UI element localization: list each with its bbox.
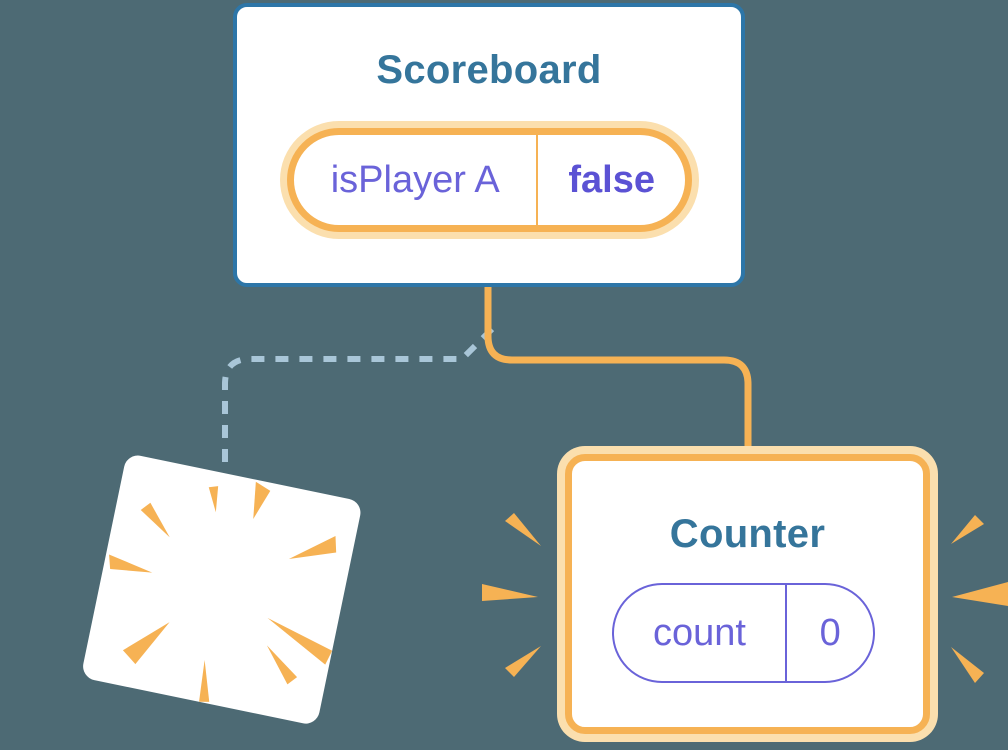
scoreboard-state-pill: isPlayer A false [287,128,692,232]
removed-child-connector-line [222,326,495,464]
counter-state-value: 0 [819,611,841,654]
active-child-connector-line [484,284,752,451]
emphasis-rays-left-icon [482,513,541,677]
counter-title: Counter [669,512,826,556]
scoreboard-state-name: isPlayer A [330,158,500,201]
poof-burst-icon [109,481,337,702]
counter-state-pill: count 0 [612,583,875,683]
scoreboard-title: Scoreboard [376,48,602,92]
counter-card: Counter count 0 [565,454,930,734]
pill-divider [784,585,788,681]
scoreboard-card: Scoreboard isPlayer A false [233,3,745,287]
destroyed-component-card [80,453,363,727]
emphasis-rays-right-icon [951,515,1008,683]
scoreboard-state-value: false [568,158,656,201]
pill-divider [536,135,539,225]
counter-state-name: count [652,611,746,654]
